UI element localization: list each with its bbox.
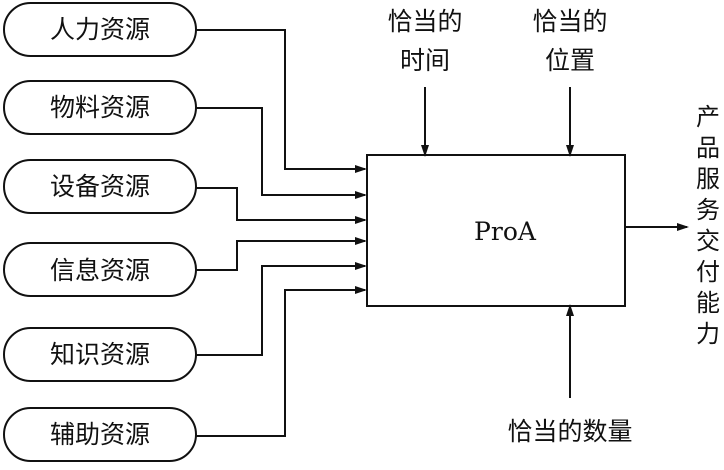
resource-label-information: 信息资源 [50,256,150,285]
top-input-time-line-2: 时间 [400,46,450,75]
bottom-input: 恰当的数量 [507,304,633,446]
connector-material [196,107,367,199]
resource-label-equipment: 设备资源 [50,172,150,201]
resource-label-auxiliary: 辅助资源 [50,420,150,449]
connector-human [196,29,367,173]
output-char-3: 服 [696,165,720,193]
output-char-5: 交 [696,227,720,255]
output: 产 品 服 务 交 付 能 力 [625,103,720,348]
resource-connectors [196,29,367,437]
process-box [366,154,626,307]
connector-information [196,237,367,271]
resource-label-material: 物料资源 [50,93,150,122]
top-input-position-line-1: 恰当的 [532,7,607,36]
output-char-7: 能 [696,289,720,317]
connector-auxiliary [196,286,367,437]
connector-knowledge [196,262,367,356]
bottom-input-label: 恰当的数量 [507,417,632,446]
resource-box-auxiliary [3,407,197,462]
output-char-4: 务 [696,196,720,224]
top-input-position-line-2: 位置 [545,46,595,75]
resource-labels: 人力资源 物料资源 设备资源 信息资源 知识资源 辅助资源 [50,15,150,449]
top-inputs: 恰当的 时间 恰当的 位置 [387,7,608,157]
resource-label-knowledge: 知识资源 [50,340,150,369]
output-char-1: 产 [696,103,720,131]
resource-box-equipment [3,159,197,214]
connector-equipment [196,187,367,224]
top-input-time-line-1: 恰当的 [387,7,462,36]
output-char-6: 付 [696,258,720,286]
resource-label-human: 人力资源 [50,15,150,44]
resource-boxes [3,2,197,462]
output-char-2: 品 [696,134,720,162]
output-char-8: 力 [696,320,720,348]
process-label: ProA [474,217,537,246]
